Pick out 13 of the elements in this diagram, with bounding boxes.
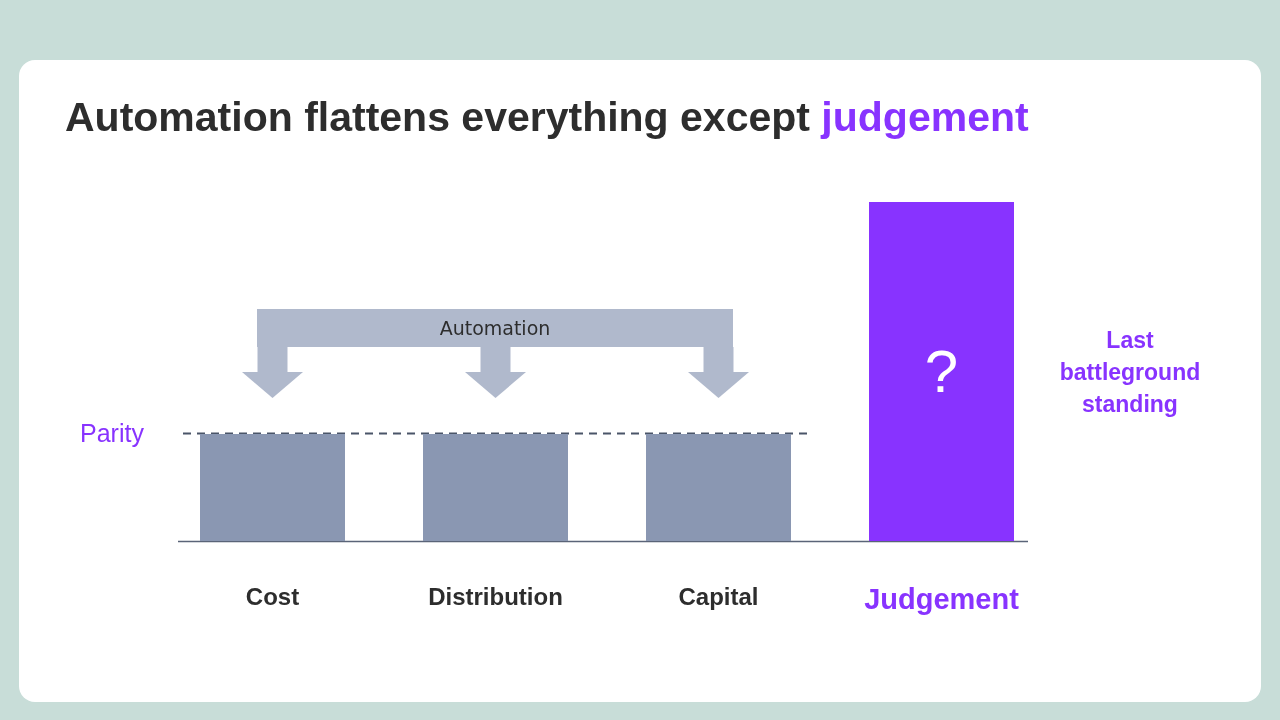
bar-label: Distribution	[428, 585, 563, 609]
bar-label: Cost	[245, 585, 300, 609]
reference-label: Parity	[80, 421, 144, 446]
band-label: Automation	[439, 317, 551, 339]
bar-text: ?	[924, 341, 959, 402]
annotation-text: Last battleground standing	[1058, 326, 1202, 419]
bar-label: Capital	[678, 585, 759, 609]
bar-label: Judgement	[864, 585, 1019, 614]
arrow	[688, 347, 749, 398]
title: Automation flattens everything except judgement	[65, 95, 1029, 141]
arrow	[242, 347, 303, 398]
arrow	[465, 347, 526, 398]
bracket-bar	[257, 309, 733, 347]
